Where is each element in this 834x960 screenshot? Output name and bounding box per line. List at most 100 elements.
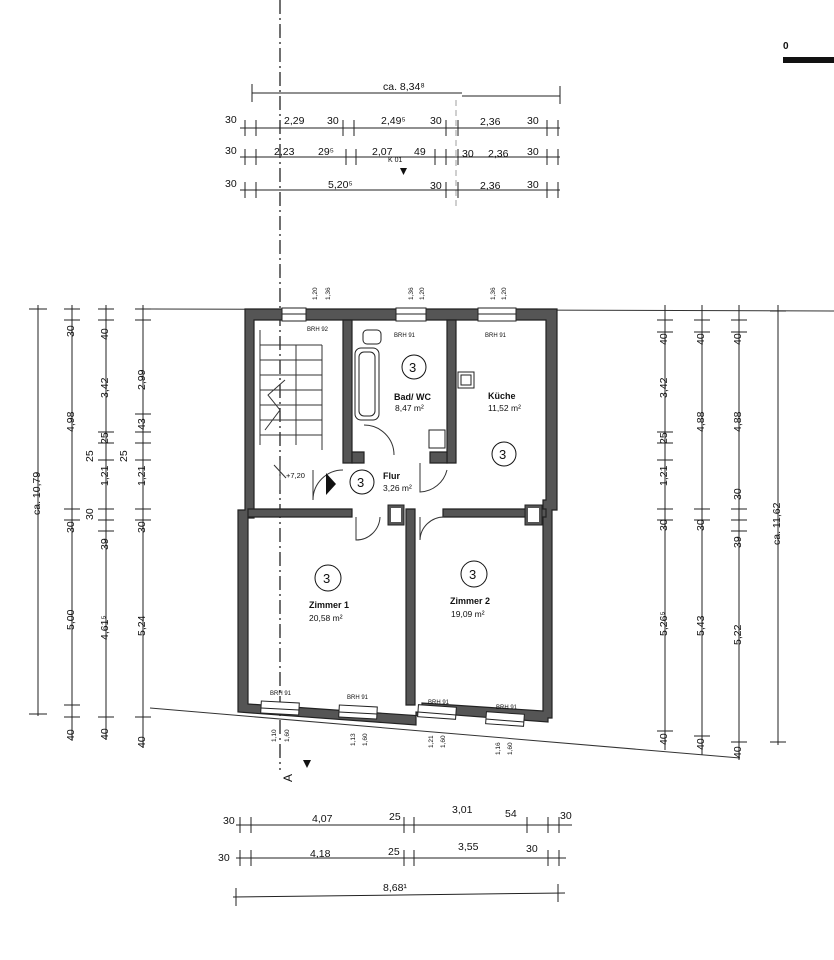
room-zimmer-1: 3 Zimmer 1 20,58 m²	[309, 564, 349, 623]
window-bottom-3-label: BRH 91	[428, 700, 450, 706]
top-dim-row3-3: 2,07	[372, 146, 393, 158]
top-dim-row4-3: 2,36	[480, 180, 501, 192]
left-dim-col2-2: 30	[65, 521, 77, 533]
bathtub-icon	[354, 347, 380, 421]
top-dim-row2-4: 30	[430, 115, 442, 127]
right-dim-col3-3: 39	[732, 536, 744, 548]
marker-arrow-icon	[400, 168, 407, 175]
top-dim-row3-2: 29⁵	[318, 146, 334, 158]
room-zimmer-2: 3 Zimmer 2 19,09 m²	[450, 560, 490, 619]
left-dim-col3-6: 4,61⁵	[99, 615, 111, 640]
left-dim-col3-extra: 25	[84, 450, 96, 462]
bathroom-fixtures	[354, 329, 446, 456]
window-top-3-label: BRH 91	[485, 333, 507, 339]
window-bottom-2-label: BRH 91	[347, 695, 369, 701]
top-dim-row3-6: 2,36	[488, 148, 509, 160]
right-dim-col3-5: 40	[732, 746, 744, 758]
left-dim-col4-0: 2,99	[136, 369, 148, 390]
svg-text:1,20: 1,20	[419, 287, 426, 300]
svg-text:1,60: 1,60	[507, 742, 514, 755]
top-dim-row3-note: K 01	[388, 157, 403, 164]
windows	[260, 307, 525, 727]
left-dim-col4-1: 43	[136, 418, 148, 430]
bottom-dimensions: 30 4,07 25 3,01 54 30 30 4,18 25 3,55 30…	[218, 804, 572, 906]
left-dim-col2-1: 4,98	[65, 411, 77, 432]
staircase: +7,20	[259, 330, 323, 490]
window-bottom-4-label: BRH 91	[496, 705, 518, 711]
room-area: 20,58 m²	[309, 613, 343, 623]
right-dim-col3-2: 30	[732, 488, 744, 500]
right-dim-col1-4: 30	[658, 519, 670, 531]
room-number: 3	[469, 567, 476, 582]
stair-level-label: +7,20	[286, 471, 305, 480]
room-flur: 3 Flur 3,26 m²	[349, 469, 412, 495]
top-dim-row4-4: 30	[527, 179, 539, 191]
room-area: 8,47 m²	[395, 403, 424, 413]
window-bottom-1	[260, 700, 300, 716]
window-bottom-2	[338, 704, 378, 720]
svg-text:1,60: 1,60	[440, 735, 447, 748]
room-name: Zimmer 1	[309, 600, 349, 610]
section-arrow-icon	[303, 760, 311, 768]
left-dim-col4-5: 5,24	[136, 615, 148, 636]
right-dim-col1-5: 5,26⁵	[658, 611, 670, 636]
room-number: 3	[409, 360, 416, 375]
room-bad-wc: 3 Bad/ WC 8,47 m²	[394, 354, 431, 413]
right-dim-col1-3: 1,21	[658, 465, 670, 486]
svg-text:1,36: 1,36	[490, 287, 497, 300]
svg-text:1,20: 1,20	[501, 287, 508, 300]
left-dim-col3-4: 30	[84, 508, 96, 520]
svg-text:1,20: 1,20	[312, 287, 319, 300]
window-height-labels: 1,20 1,36 1,36 1,20 1,36 1,20 1,10 1,60 …	[271, 287, 514, 755]
right-dim-col2-3: 5,43	[695, 615, 707, 636]
right-dim-col2-1: 4,88	[695, 411, 707, 432]
window-bottom-4	[485, 711, 525, 727]
bottom-dim-row2-4: 30	[526, 843, 538, 855]
building-walls	[237, 308, 558, 726]
window-bottom-1-label: BRH 91	[270, 691, 292, 697]
top-dim-row3-4: 49	[414, 146, 426, 158]
bottom-dim-row2-2: 25	[388, 846, 400, 858]
room-name: Bad/ WC	[394, 392, 431, 402]
right-dim-col2-0: 40	[695, 333, 707, 345]
top-dim-row2-0: 30	[225, 114, 237, 126]
doors	[312, 463, 543, 541]
left-dim-col2-4: 40	[65, 729, 77, 741]
kitchen-fixtures	[457, 371, 475, 389]
bottom-dim-row2-1: 4,18	[310, 848, 331, 860]
top-dim-row3-0: 30	[225, 145, 237, 157]
room-area: 3,26 m²	[383, 483, 412, 493]
bottom-dim-row2-3: 3,55	[458, 841, 479, 853]
top-dim-row4-2: 30	[430, 180, 442, 192]
bottom-dim-row2-0: 30	[218, 852, 230, 864]
top-dim-row3-1: 2,23	[274, 146, 295, 158]
right-dim-outer-0: ca. 11,62	[771, 502, 783, 545]
svg-text:1,16: 1,16	[495, 742, 502, 755]
left-dim-col3-0: 40	[99, 328, 111, 340]
left-dim-col3-1: 3,42	[99, 377, 111, 398]
section-marker-label: A	[281, 774, 295, 782]
right-dim-col2-2: 30	[695, 519, 707, 531]
right-dimensions: 40 3,42 25 1,21 30 5,26⁵ 40 40 4,88 30 5…	[657, 305, 786, 760]
top-dim-row2-6: 30	[527, 115, 539, 127]
svg-text:1,10: 1,10	[271, 729, 278, 742]
top-dimensions: ca. 8,34⁸ 30 2,29 30 2,49⁵ 30 2,36 30 30…	[225, 81, 561, 198]
bottom-dim-row1-1: 4,07	[312, 813, 333, 825]
room-name: Zimmer 2	[450, 596, 490, 606]
room-number: 3	[499, 447, 506, 462]
window-bottom-3	[417, 704, 457, 720]
top-dim-row1-0: ca. 8,34⁸	[383, 81, 425, 93]
room-number: 3	[323, 571, 330, 586]
top-dim-row4-0: 30	[225, 178, 237, 190]
bottom-dim-row1-3: 3,01	[452, 804, 473, 816]
sink-icon	[428, 429, 446, 449]
svg-text:1,13: 1,13	[350, 733, 357, 746]
svg-text:1,36: 1,36	[325, 287, 332, 300]
left-dim-outer-0: ca. 10,79	[31, 472, 43, 515]
window-top-1-label: BRH 92	[307, 327, 329, 333]
top-dim-row3-5: 30	[462, 148, 474, 160]
left-dim-col3-5: 39	[99, 538, 111, 550]
window-top-2-label: BRH 91	[394, 333, 416, 339]
right-dim-col3-4: 5,22	[732, 624, 744, 645]
room-name: Flur	[383, 471, 400, 481]
